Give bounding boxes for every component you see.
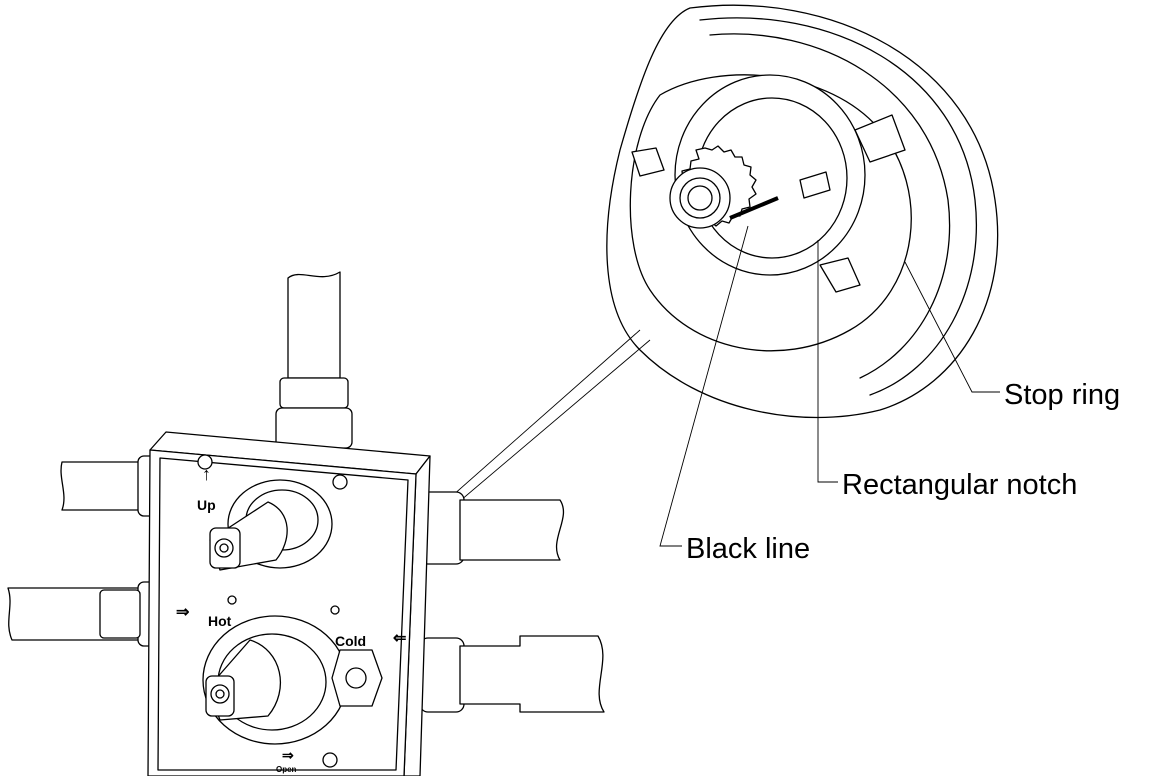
plate-label-up: Up: [197, 497, 216, 513]
lower-cartridge: [202, 615, 383, 745]
right-pipes: [419, 491, 605, 713]
arrow-left-icon: ⇐: [393, 630, 406, 647]
detail-view: [606, 4, 999, 419]
arrow-open-icon: ⇒: [282, 747, 294, 763]
plate-label-cold: Cold: [335, 633, 366, 649]
label-rectangular-notch: Rectangular notch: [842, 469, 1077, 501]
left-pipes: [7, 455, 161, 647]
plate-label-open: Open: [276, 765, 297, 774]
leader-lines: [659, 225, 1000, 547]
plate-label-hot: Hot: [208, 613, 232, 629]
valve-assembly: ↑ ⇒ ⇐ ⇒ Up Hot Cold Open: [7, 271, 605, 776]
arrow-up-icon: ↑: [202, 464, 211, 484]
label-stop-ring: Stop ring: [1004, 379, 1120, 411]
arrow-right-icon: ⇒: [176, 604, 189, 621]
label-black-line: Black line: [686, 533, 810, 565]
spline-shaft: [669, 145, 757, 229]
upper-cartridge: [209, 479, 333, 571]
top-pipe: [275, 271, 353, 449]
